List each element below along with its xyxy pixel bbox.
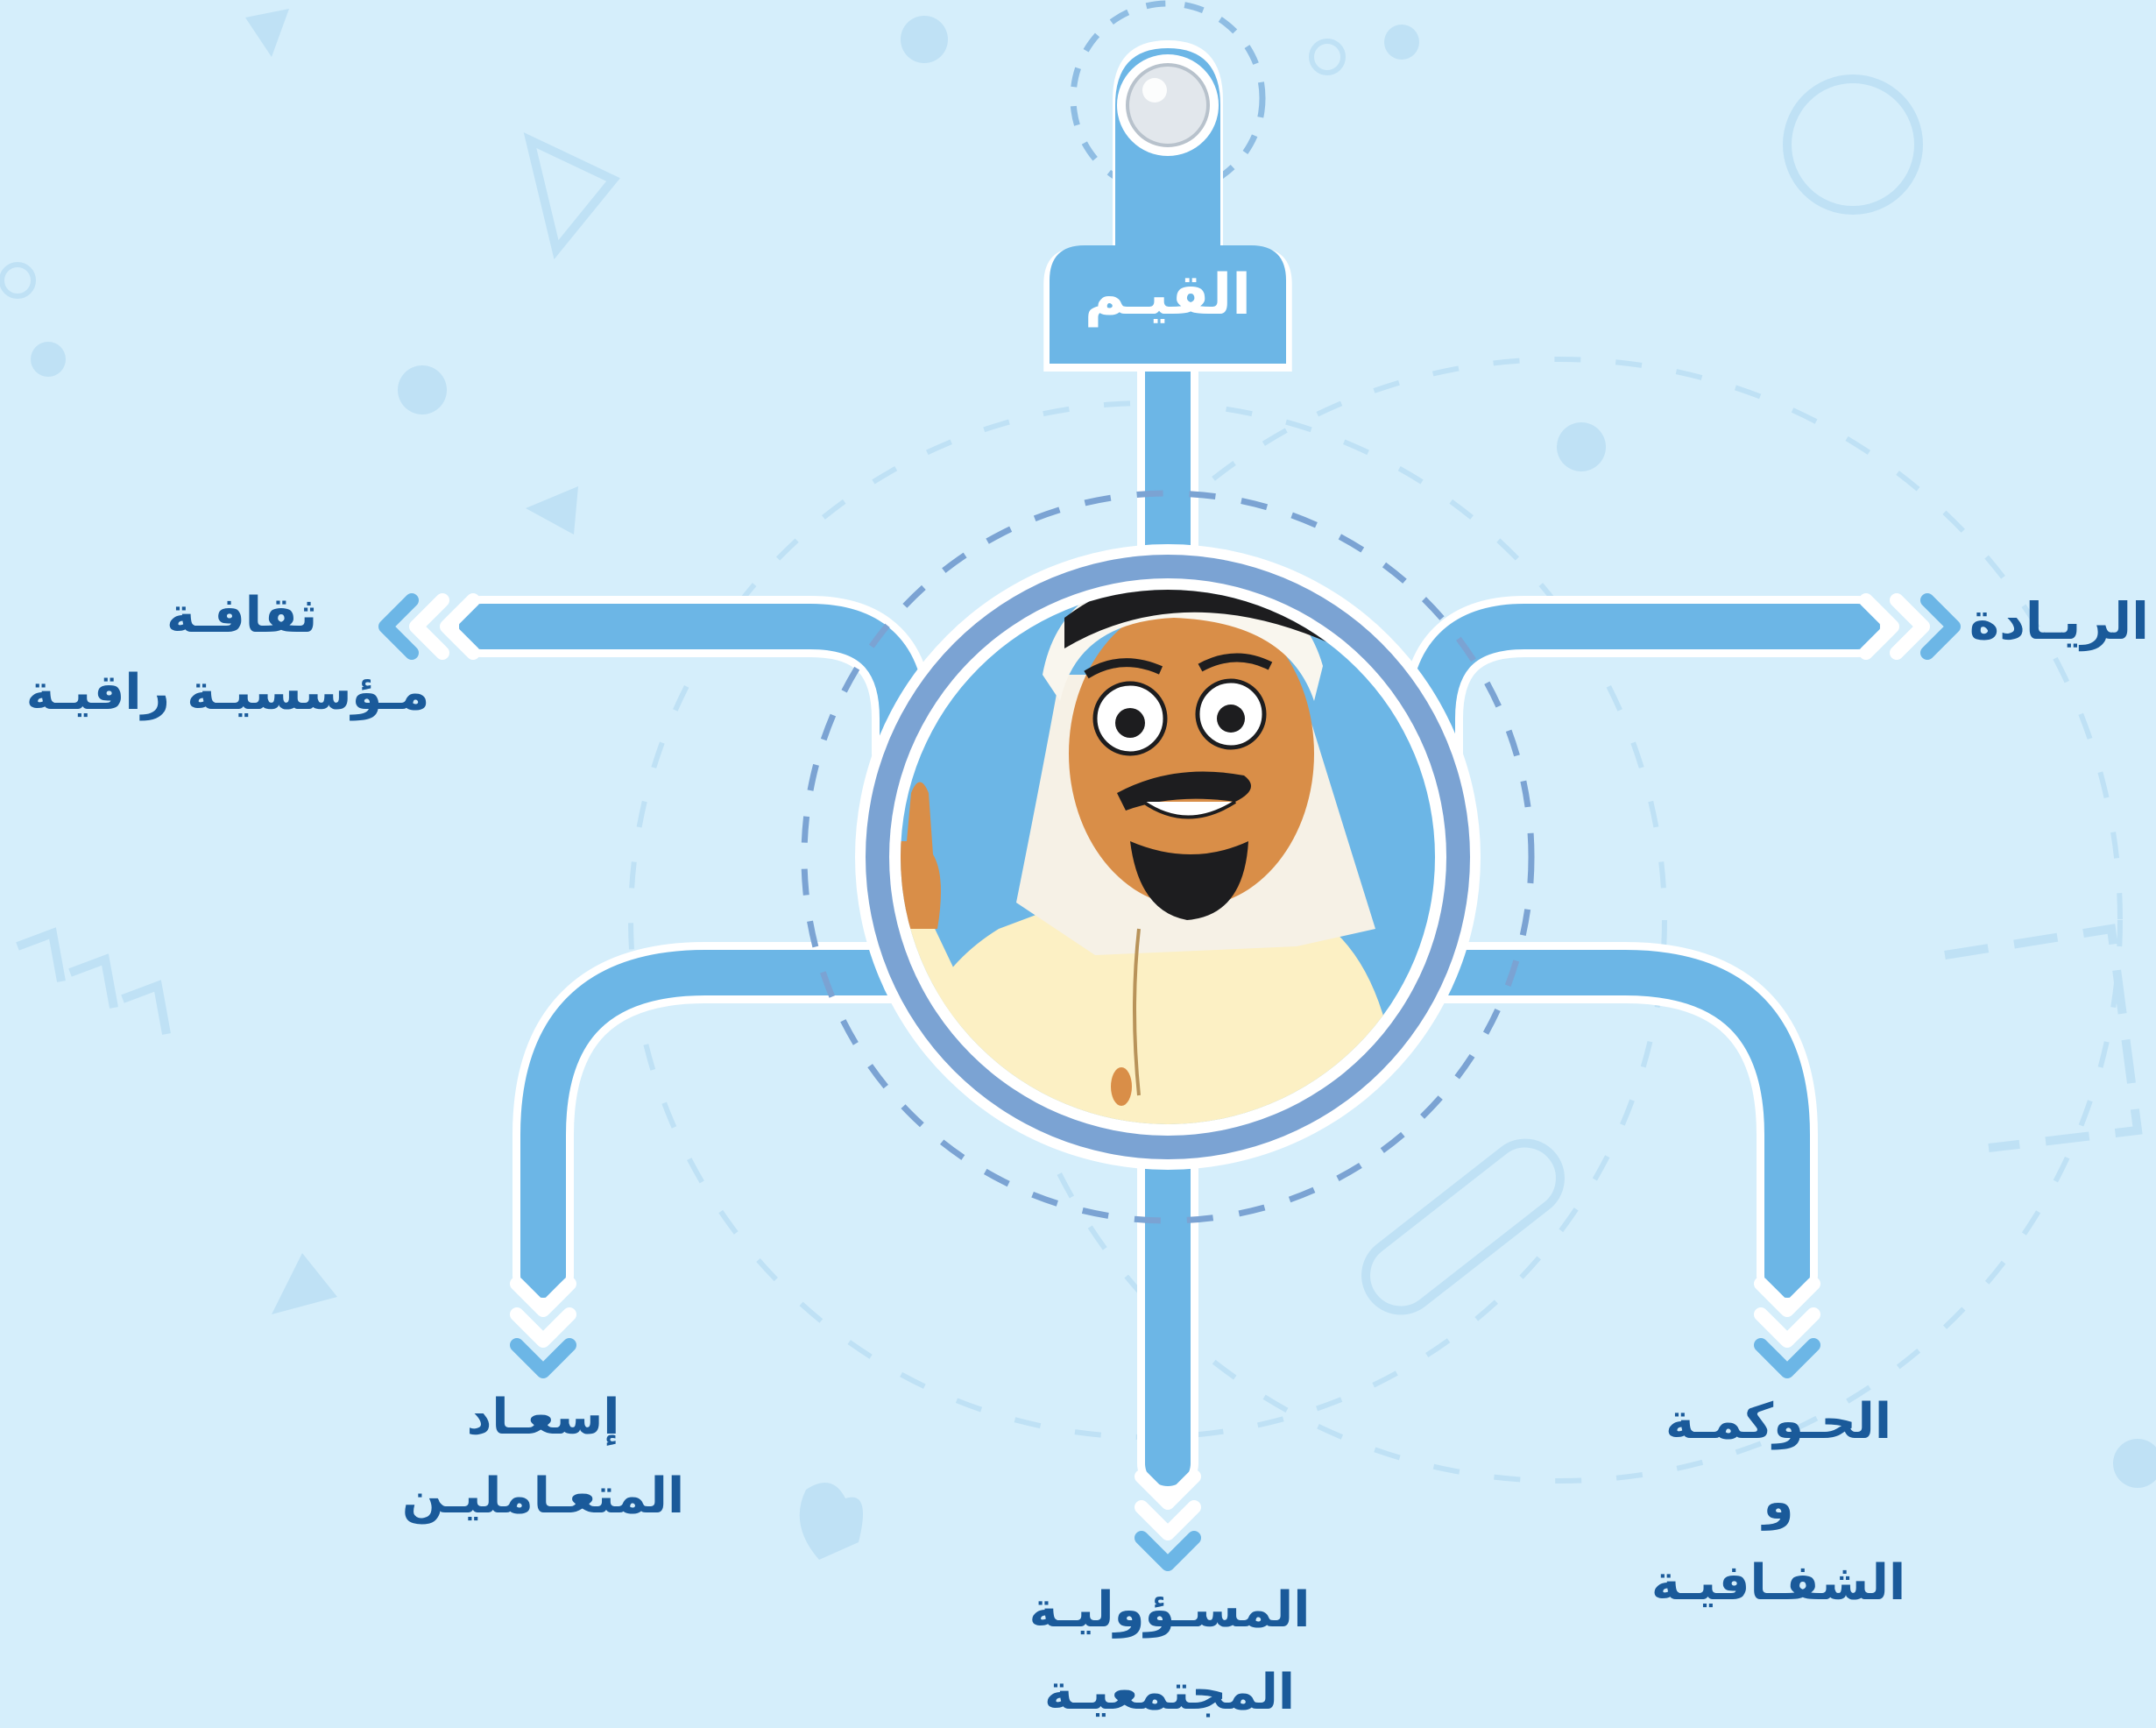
deco-heart-icon (799, 1483, 863, 1560)
deco-pill-icon (1361, 1138, 1565, 1315)
arrow-down-icon (1754, 1277, 1820, 1378)
background-dots (31, 9, 2156, 1560)
deco-dot-icon (31, 342, 66, 377)
value-label-culture: ثقافـة مـؤسسيـة راقيـة (18, 591, 438, 718)
medallion-dashed-ring (801, 490, 1535, 1224)
arrow-down-icon (510, 1277, 576, 1378)
value-label-responsibility: المسـؤوليـة المجتمعيـة (1007, 1586, 1332, 1717)
value-line: و (1763, 1474, 1794, 1531)
value-line: ثقافـة (166, 587, 318, 644)
value-label-leadership: الريـادة (1969, 596, 2149, 647)
tag-pin-icon (1126, 63, 1210, 147)
value-line: الشفـافيـة (1651, 1554, 1906, 1611)
value-line: مـؤسسيـة راقيـة (25, 664, 430, 721)
tag-body (1050, 48, 1286, 364)
title-tag (1043, 0, 1292, 372)
value-label-governance: الحـوكمـة و الشفـافيـة (1629, 1398, 1927, 1608)
deco-triangle-icon (526, 486, 578, 535)
deco-triangle-icon (523, 132, 620, 260)
values-title: القيـم (1084, 263, 1252, 328)
value-line: المتعـامليـن (401, 1468, 685, 1525)
deco-dot-icon (1384, 25, 1419, 60)
arrow-right-icon (1859, 593, 1961, 660)
value-line: الريـادة (1969, 591, 2149, 651)
deco-dashed-square (1944, 924, 2143, 1152)
deco-zigzag-icon (16, 927, 171, 1035)
deco-triangle-icon (272, 1253, 337, 1314)
deco-dot-icon (398, 365, 447, 414)
center-medallion (801, 490, 1535, 1224)
deco-ring-small-icon (0, 262, 36, 299)
deco-ring-icon (1783, 74, 1923, 215)
deco-dashed-circle (996, 357, 2123, 1484)
deco-ring-small-icon (1309, 39, 1346, 75)
deco-dot-icon (2113, 1439, 2156, 1488)
value-line: المسـؤوليـة (1029, 1582, 1311, 1639)
deco-dot-icon (901, 16, 948, 63)
value-line: إسعـاد (466, 1389, 620, 1446)
value-line: الحـوكمـة (1665, 1393, 1892, 1450)
deco-dot-icon (1557, 422, 1606, 471)
value-label-customers: إسعـاد المتعـامليـن (385, 1393, 701, 1521)
value-line: المجتمعيـة (1043, 1664, 1296, 1721)
arrow-left-icon (378, 593, 480, 660)
deco-triangle-icon (245, 9, 289, 57)
arrow-down-icon (1135, 1470, 1201, 1571)
tag-dashed-ring (1070, 0, 1266, 196)
arrow-heads (378, 593, 1961, 1571)
